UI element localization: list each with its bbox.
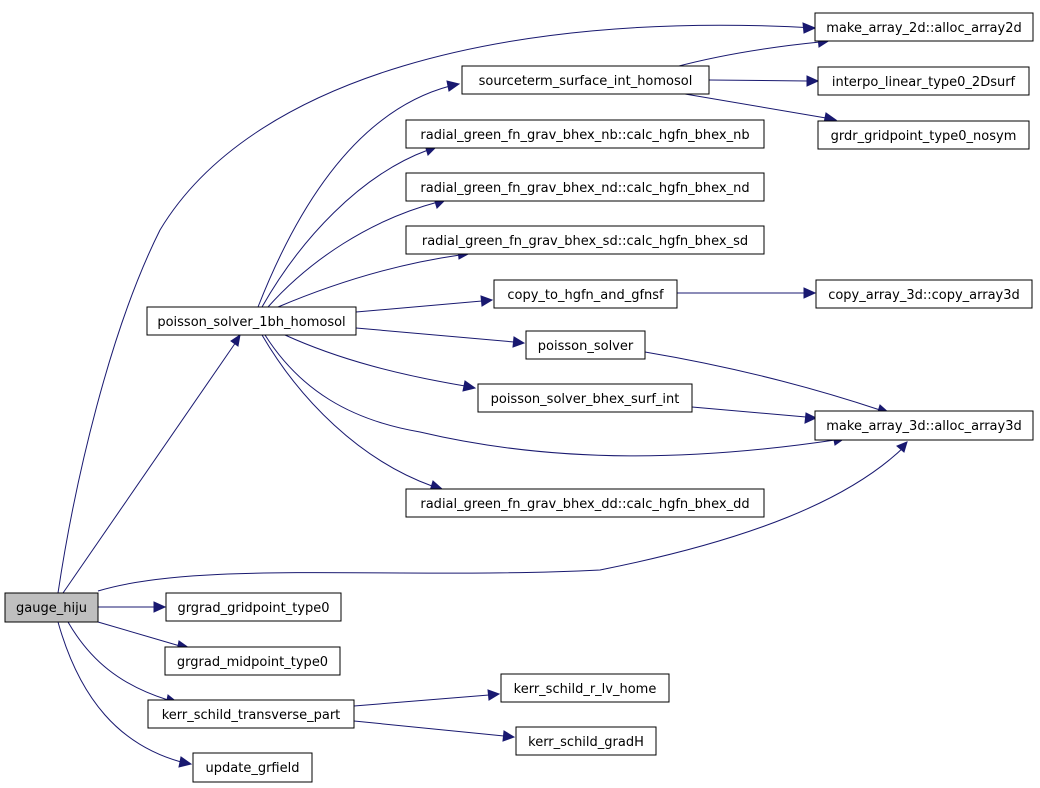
edge-homosol-to-poisson-solver — [355, 327, 526, 348]
node-kerr-schild-r-lv-home[interactable]: kerr_schild_r_lv_home — [500, 673, 670, 703]
node-label: make_array_2d::alloc_array2d — [826, 21, 1021, 36]
edge-sourceterm-to-grdr-gridpoint — [684, 93, 838, 124]
node-label: grdr_gridpoint_type0_nosym — [831, 129, 1017, 144]
node-make-array-2d-alloc-array2d[interactable]: make_array_2d::alloc_array2d — [814, 12, 1034, 42]
node-label: gauge_hiju — [16, 601, 87, 616]
node-label: sourceterm_surface_int_homosol — [479, 74, 693, 89]
node-grgrad-midpoint-type0[interactable]: grgrad_midpoint_type0 — [164, 646, 341, 676]
edge-gauge-hiju-to-grgrad-gridpoint-type0 — [98, 601, 167, 613]
edge-sourceterm-to-alloc-array2d — [674, 36, 832, 68]
node-interpo-linear-type0-2dsurf[interactable]: interpo_linear_type0_2Dsurf — [817, 66, 1030, 96]
edge-gauge-hiju-to-kerr-schild-transverse-part — [67, 621, 180, 706]
node-label: interpo_linear_type0_2Dsurf — [832, 75, 1016, 90]
node-label: radial_green_fn_grav_bhex_dd::calc_hgfn_… — [420, 497, 749, 512]
edge-transverse-to-r-lv-home — [353, 689, 501, 707]
edge-gauge-hiju-to-poisson-solver-1bh-homosol — [62, 333, 241, 594]
node-sourceterm-surface-int-homosol[interactable]: sourceterm_surface_int_homosol — [461, 65, 710, 95]
node-copy-to-hgfn-and-gfnsf[interactable]: copy_to_hgfn_and_gfnsf — [493, 279, 678, 309]
node-poisson-solver[interactable]: poisson_solver — [525, 330, 646, 360]
node-calc-hgfn-bhex-sd[interactable]: radial_green_fn_grav_bhex_sd::calc_hgfn_… — [405, 225, 765, 255]
node-update-grfield[interactable]: update_grfield — [192, 752, 313, 783]
edge-gauge-hiju-to-update-grfield — [57, 621, 193, 768]
node-calc-hgfn-bhex-dd[interactable]: radial_green_fn_grav_bhex_dd::calc_hgfn_… — [405, 488, 765, 518]
node-poisson-solver-bhex-surf-int[interactable]: poisson_solver_bhex_surf_int — [477, 383, 693, 413]
node-label: poisson_solver_bhex_surf_int — [491, 392, 680, 407]
node-calc-hgfn-bhex-nd[interactable]: radial_green_fn_grav_bhex_nd::calc_hgfn_… — [405, 172, 765, 202]
node-label: make_array_3d::alloc_array3d — [826, 419, 1021, 434]
edge-bhex-surf-int-to-alloc-array3d — [691, 406, 818, 424]
edge-homosol-to-calc-hgfn-bhex-sd — [277, 248, 472, 308]
node-kerr-schild-gradh[interactable]: kerr_schild_gradH — [515, 726, 657, 756]
node-calc-hgfn-bhex-nb[interactable]: radial_green_fn_grav_bhex_nb::calc_hgfn_… — [405, 119, 765, 149]
node-copy-array-3d-copy-array3d[interactable]: copy_array_3d::copy_array3d — [815, 279, 1033, 309]
node-label: kerr_schild_gradH — [528, 735, 644, 750]
node-label: radial_green_fn_grav_bhex_nd::calc_hgfn_… — [420, 181, 749, 196]
node-label: kerr_schild_r_lv_home — [514, 682, 657, 697]
node-label: grgrad_midpoint_type0 — [177, 655, 328, 670]
edge-transverse-to-gradh — [353, 720, 516, 742]
edge-homosol-to-poisson-solver-bhex-surf-int — [284, 334, 477, 392]
edge-homosol-to-copy-to-hgfn — [355, 295, 494, 313]
node-label: kerr_schild_transverse_part — [162, 708, 341, 723]
node-grgrad-gridpoint-type0[interactable]: grgrad_gridpoint_type0 — [165, 592, 342, 622]
node-poisson-solver-1bh-homosol[interactable]: poisson_solver_1bh_homosol — [146, 306, 357, 336]
node-label: poisson_solver — [538, 339, 634, 354]
node-kerr-schild-transverse-part[interactable]: kerr_schild_transverse_part — [147, 699, 355, 729]
edge-homosol-to-calc-hgfn-bhex-dd — [261, 334, 444, 492]
node-label: radial_green_fn_grav_bhex_nb::calc_hgfn_… — [420, 128, 749, 143]
edge-gauge-hiju-to-alloc-array3d — [97, 441, 908, 592]
edge-homosol-to-sourceterm — [257, 80, 461, 308]
node-gauge-hiju[interactable]: gauge_hiju — [4, 592, 99, 623]
edge-gauge-hiju-to-alloc-array2d — [57, 22, 817, 594]
node-label: radial_green_fn_grav_bhex_sd::calc_hgfn_… — [422, 234, 748, 249]
edge-copy-to-hgfn-to-copy-array3d — [677, 287, 817, 299]
node-label: update_grfield — [206, 761, 300, 776]
node-label: copy_to_hgfn_and_gfnsf — [507, 288, 664, 303]
node-grdr-gridpoint-type0-nosym[interactable]: grdr_gridpoint_type0_nosym — [817, 120, 1030, 150]
node-label: poisson_solver_1bh_homosol — [157, 315, 345, 330]
node-label: grgrad_gridpoint_type0 — [177, 601, 329, 616]
node-make-array-3d-alloc-array3d[interactable]: make_array_3d::alloc_array3d — [814, 410, 1034, 441]
node-label: copy_array_3d::copy_array3d — [828, 288, 1020, 303]
edge-sourceterm-to-interpo-linear — [708, 75, 820, 87]
